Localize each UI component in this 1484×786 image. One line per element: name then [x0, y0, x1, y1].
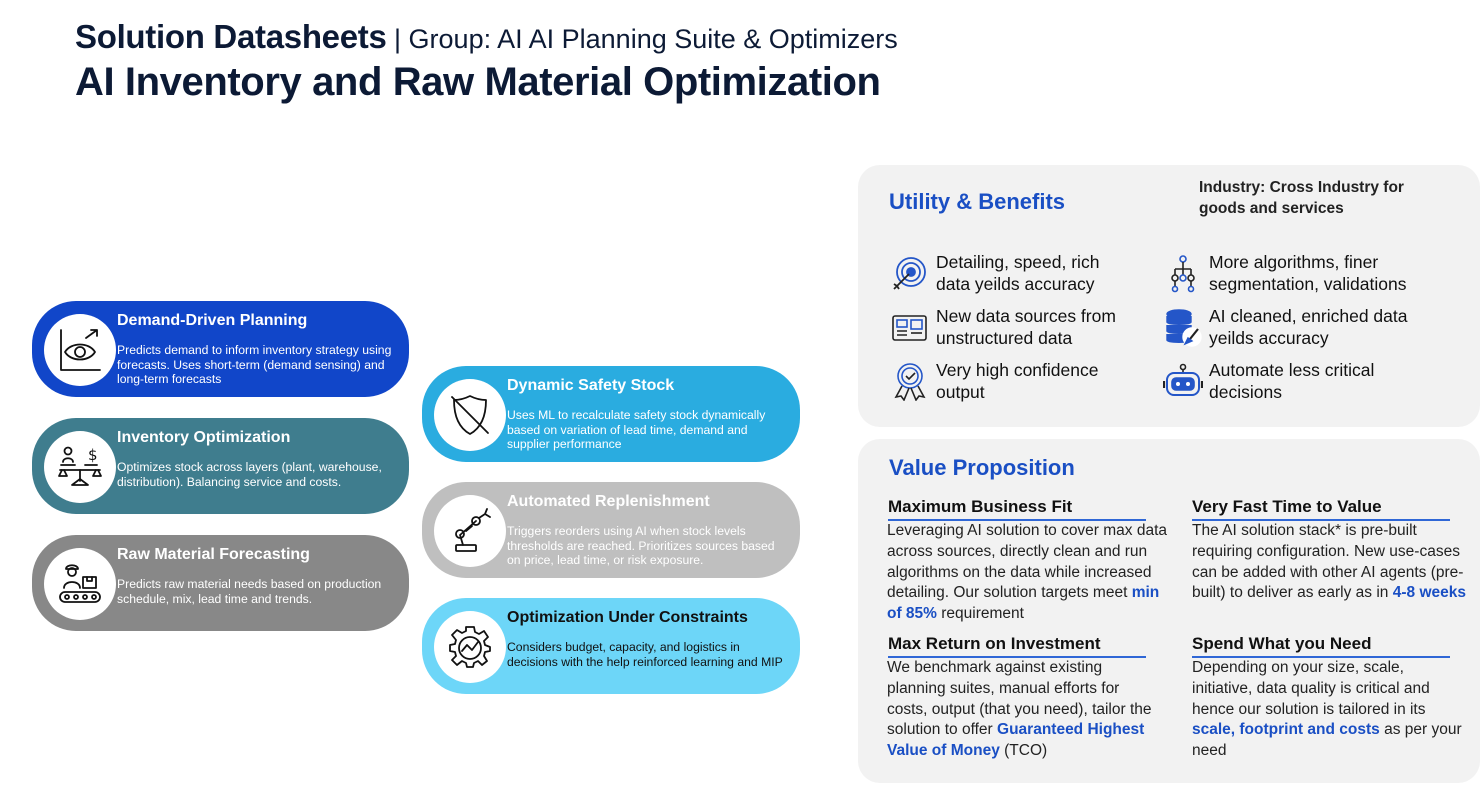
documents-icon	[892, 315, 927, 341]
shield-off-icon	[451, 395, 489, 435]
pillar-title: Optimization Under Constraints	[507, 609, 748, 626]
network-icon	[1171, 255, 1195, 293]
robot-arm-icon	[455, 508, 491, 552]
pillar-desc: Considers budget, capacity, and logistic…	[507, 640, 783, 669]
benefit-item: Very high confidence output	[890, 359, 1136, 403]
benefit-item: Automate less critical decisions	[1163, 359, 1429, 403]
value-fast-underline	[1192, 519, 1450, 521]
pillar-desc: Predicts raw material needs based on pro…	[117, 577, 382, 606]
benefit-text: Detailing, speed, rich data yeilds accur…	[936, 252, 1100, 294]
balance-scale-icon: $	[58, 446, 102, 486]
benefit-text: AI cleaned, enriched data yeilds accurac…	[1209, 306, 1408, 348]
page-title: AI Inventory and Raw Material Optimizati…	[75, 60, 881, 104]
badge-check-icon	[894, 363, 926, 401]
industry-label: Industry: Cross Industry for goods and s…	[1199, 179, 1404, 217]
benefit-item: AI cleaned, enriched data yeilds accurac…	[1163, 305, 1429, 349]
pillar-desc: Optimizes stock across layers (plant, wa…	[117, 460, 382, 489]
benefit-text: Very high confidence output	[936, 360, 1099, 402]
pillar-desc: Uses ML to recalculate safety stock dyna…	[507, 408, 766, 451]
utility-title: Utility & Benefits	[889, 189, 1066, 214]
pillar-title: Demand-Driven Planning	[117, 312, 308, 329]
benefit-item: Detailing, speed, rich data yeilds accur…	[890, 251, 1136, 295]
value-fast-heading: Very Fast Time to Value	[1192, 497, 1382, 516]
benefit-item: New data sources from unstructured data	[890, 305, 1136, 349]
value-roi-heading: Max Return on Investment	[888, 634, 1101, 653]
svg-text:$: $	[88, 446, 98, 464]
value-roi-body: We benchmark against existing planning s…	[887, 659, 1152, 760]
pillar-title: Dynamic Safety Stock	[507, 377, 675, 394]
value-title: Value Proposition	[889, 455, 1075, 480]
robot-icon	[1163, 363, 1203, 396]
header-prefix: Solution Datasheets	[75, 18, 387, 55]
benefit-text: More algorithms, finer segmentation, val…	[1209, 252, 1407, 294]
pillar-raw-material-forecasting: Raw Material Forecasting Predicts raw ma…	[32, 535, 409, 631]
value-fit-heading: Maximum Business Fit	[888, 497, 1073, 516]
value-fit-underline	[888, 519, 1146, 521]
pillar-title: Inventory Optimization	[117, 429, 291, 446]
benefit-text: New data sources from unstructured data	[936, 306, 1116, 348]
utility-benefits-panel	[858, 165, 1480, 427]
gear-chart-icon	[449, 626, 491, 668]
value-proposition-panel	[858, 439, 1480, 783]
benefit-text: Automate less critical decisions	[1209, 360, 1375, 402]
value-fit-body: Leveraging AI solution to cover max data…	[887, 522, 1168, 623]
conveyor-worker-icon	[59, 564, 101, 603]
value-spend-heading: Spend What you Need	[1192, 634, 1372, 653]
pillar-desc: Triggers reorders using AI when stock le…	[507, 524, 775, 567]
eye-chart-icon	[60, 329, 101, 371]
pillar-automated-replenishment: Automated Replenishment Triggers reorder…	[422, 482, 800, 578]
database-brush-icon	[1166, 309, 1202, 347]
value-fast-body: The AI solution stack* is pre-built requ…	[1192, 522, 1466, 602]
pillar-desc: Predicts demand to inform inventory stra…	[117, 343, 392, 386]
pillar-dynamic-safety-stock: Dynamic Safety Stock Uses ML to recalcul…	[422, 366, 800, 462]
pillar-optimization-under-constraints: Optimization Under Constraints Considers…	[422, 598, 800, 694]
pillar-demand-driven-planning: Demand-Driven Planning Predicts demand t…	[32, 301, 409, 397]
header-group: | Group: AI AI Planning Suite & Optimize…	[386, 24, 898, 54]
pillar-title: Raw Material Forecasting	[117, 546, 310, 563]
pillar-title: Automated Replenishment	[507, 493, 710, 510]
value-spend-underline	[1192, 656, 1450, 658]
benefit-item: More algorithms, finer segmentation, val…	[1163, 251, 1439, 295]
value-roi-underline	[888, 656, 1146, 658]
target-icon	[893, 257, 926, 290]
value-spend-body: Depending on your size, scale, initiativ…	[1192, 659, 1462, 760]
pillar-inventory-optimization: $ Inventory Optimization Optimizes stock…	[32, 418, 409, 514]
header-line: Solution Datasheets | Group: AI AI Plann…	[75, 18, 898, 56]
